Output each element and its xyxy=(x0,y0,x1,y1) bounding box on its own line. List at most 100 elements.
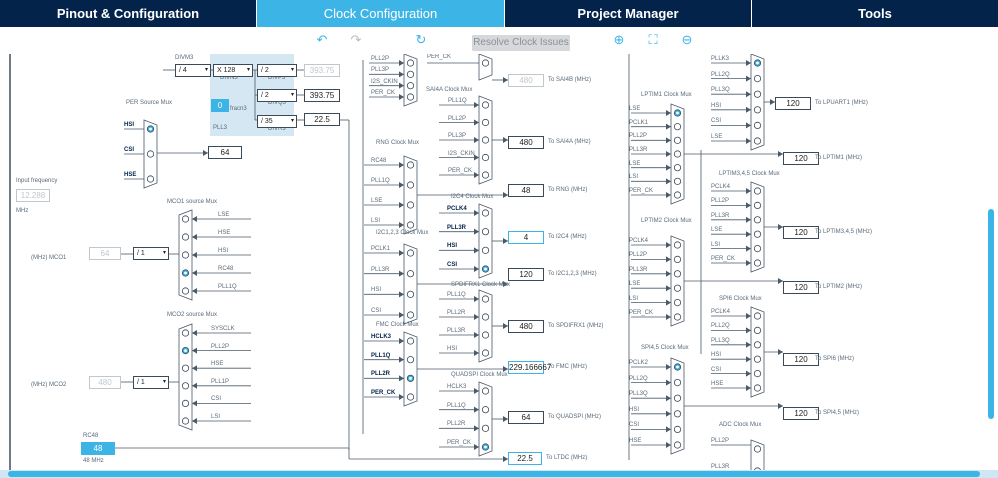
refresh-icon[interactable]: ↻ xyxy=(415,32,427,47)
lptim345-mux[interactable] xyxy=(750,181,765,273)
lptim2-mux[interactable] xyxy=(670,235,685,327)
lptim2-mux-radio-1[interactable] xyxy=(673,255,682,263)
ltdc-output[interactable]: 22.5 xyxy=(508,452,542,465)
i2c123-output[interactable]: 120 xyxy=(508,268,544,281)
spi6-mux-radio-2[interactable] xyxy=(753,341,762,349)
divp3-output[interactable]: 393.75 xyxy=(304,64,340,77)
per-source-mux-radio-1[interactable] xyxy=(146,150,155,158)
sai4a-mux-radio-4[interactable] xyxy=(481,171,490,179)
mco2-source-mux-radio-3[interactable] xyxy=(181,382,190,390)
tab-project-manager[interactable]: Project Manager xyxy=(505,0,752,27)
lpuart1-mux-radio-3[interactable] xyxy=(753,106,762,114)
lpuart1-output[interactable]: 120 xyxy=(775,97,811,110)
quadspi-mux[interactable] xyxy=(478,381,493,457)
spdif-mux-radio-2[interactable] xyxy=(481,331,490,339)
horizontal-scrollbar[interactable] xyxy=(0,470,998,478)
adc-mux-radio-0[interactable] xyxy=(753,445,762,453)
lpuart1-mux-radio-5[interactable] xyxy=(753,137,762,145)
mco2-divider[interactable]: / 1▾ xyxy=(133,376,169,389)
fmc-mux-radio-0[interactable] xyxy=(406,337,415,345)
i2c4-output[interactable]: 4 xyxy=(508,231,544,244)
sai4a-mux-radio-3[interactable] xyxy=(481,153,490,162)
mco1-divider[interactable]: / 1▾ xyxy=(133,247,169,260)
sai4a-output[interactable]: 480 xyxy=(508,136,544,149)
sai4b-mux[interactable] xyxy=(478,54,493,81)
mco2-source-mux-radio-4[interactable] xyxy=(181,399,190,407)
sai4b-source-mux-radio-2[interactable] xyxy=(406,82,415,90)
sai4b-output[interactable]: 480 xyxy=(508,74,544,87)
rng-output[interactable]: 48 xyxy=(508,184,544,197)
lptim2-mux-radio-0[interactable] xyxy=(673,241,682,249)
i2c123-mux-radio-0[interactable] xyxy=(406,249,415,257)
lptim1-mux-radio-5[interactable] xyxy=(673,177,682,185)
fracn3-value[interactable]: 0 xyxy=(211,99,229,112)
spi45-mux-radio-2[interactable] xyxy=(673,394,682,402)
lptim2-output[interactable]: 120 xyxy=(783,281,819,294)
lptim1-mux-radio-6[interactable] xyxy=(673,191,682,199)
lptim1-mux-radio-3[interactable] xyxy=(673,150,682,158)
lptim1-mux-radio-2[interactable] xyxy=(673,136,682,144)
spi45-mux-radio-4[interactable] xyxy=(673,425,682,433)
divq3-output[interactable]: 393.75 xyxy=(304,89,340,102)
sai4b-source-mux[interactable] xyxy=(403,54,418,107)
spdif-mux-radio-1[interactable] xyxy=(481,313,490,321)
spi6-mux-radio-0[interactable] xyxy=(753,312,762,320)
lptim2-mux-radio-3[interactable] xyxy=(673,284,682,292)
lptim345-mux-radio-0[interactable] xyxy=(753,187,762,195)
i2c4-mux[interactable] xyxy=(478,203,493,279)
lptim345-mux-radio-3[interactable] xyxy=(753,230,762,238)
fmc-mux-radio-3[interactable] xyxy=(406,393,415,401)
i2c123-mux-radio-2[interactable] xyxy=(406,290,415,298)
lpuart1-mux-radio-4[interactable] xyxy=(753,121,762,130)
rng-mux[interactable] xyxy=(403,155,418,235)
i2c4-mux-radio-2[interactable] xyxy=(481,246,490,254)
divm3-select[interactable]: / 4▾ xyxy=(175,64,211,77)
divq3-select[interactable]: / 2▾ xyxy=(257,89,297,102)
rc48-value[interactable]: 48 xyxy=(81,442,115,455)
mco1-source-mux-radio-0[interactable] xyxy=(181,215,190,223)
sai4b-source-mux-radio-0[interactable] xyxy=(406,59,415,67)
spi45-mux-radio-5[interactable] xyxy=(673,441,682,449)
quadspi-mux-radio-2[interactable] xyxy=(481,424,490,432)
redo-icon[interactable]: ↷ xyxy=(350,32,362,47)
rng-mux-radio-3[interactable] xyxy=(406,221,415,229)
lptim2-mux-radio-5[interactable] xyxy=(673,313,682,321)
spi6-output[interactable]: 120 xyxy=(783,353,819,366)
rng-mux-radio-1[interactable] xyxy=(406,181,415,189)
spdif-mux-radio-3[interactable] xyxy=(481,349,490,357)
lptim345-mux-radio-4[interactable] xyxy=(753,245,762,253)
mco1-source-mux-radio-1[interactable] xyxy=(181,233,190,241)
adc-mux-radio-1[interactable] xyxy=(754,467,761,470)
divp3-select[interactable]: / 2▾ xyxy=(257,64,297,77)
i2c123-mux-radio-3[interactable] xyxy=(406,311,415,319)
input-frequency-value[interactable]: 12.288 xyxy=(16,189,50,202)
lptim345-mux-radio-1[interactable] xyxy=(753,201,762,209)
adc-mux[interactable] xyxy=(750,439,765,470)
rng-mux-radio-0[interactable] xyxy=(406,161,415,169)
spi45-mux-radio-1[interactable] xyxy=(673,378,682,387)
spi45-mux-radio-3[interactable] xyxy=(673,410,682,418)
lptim2-mux-radio-4[interactable] xyxy=(673,299,682,307)
quadspi-output[interactable]: 64 xyxy=(508,411,544,424)
mco2-source-mux-radio-5[interactable] xyxy=(181,417,190,425)
fmc-mux[interactable] xyxy=(403,331,418,407)
mco2-source-mux-radio-2[interactable] xyxy=(181,364,190,372)
fmc-output[interactable]: 229.166667 xyxy=(508,361,552,374)
lptim1-mux-radio-4[interactable] xyxy=(673,164,682,172)
per-output[interactable]: 64 xyxy=(208,146,242,159)
rng-mux-radio-2[interactable] xyxy=(406,201,415,209)
spi6-mux-radio-3[interactable] xyxy=(753,355,762,363)
quadspi-mux-radio-1[interactable] xyxy=(481,406,490,414)
spi45-mux[interactable] xyxy=(670,357,685,455)
mco2-source-mux-radio-0[interactable] xyxy=(181,329,190,337)
lpuart1-mux[interactable] xyxy=(750,54,765,151)
zoom-in-icon[interactable]: ⊕ xyxy=(613,32,625,47)
spi6-mux-radio-5[interactable] xyxy=(753,384,762,392)
lptim345-output[interactable]: 120 xyxy=(783,226,819,239)
i2c4-mux-radio-1[interactable] xyxy=(481,228,490,236)
spdif-mux-radio-0[interactable] xyxy=(481,295,490,303)
sai4b-mux-radio-0[interactable] xyxy=(481,59,490,67)
lpuart1-mux-radio-1[interactable] xyxy=(753,74,762,83)
spi6-mux-radio-4[interactable] xyxy=(753,369,762,378)
resolve-clock-issues-button[interactable]: Resolve Clock Issues xyxy=(472,35,570,51)
